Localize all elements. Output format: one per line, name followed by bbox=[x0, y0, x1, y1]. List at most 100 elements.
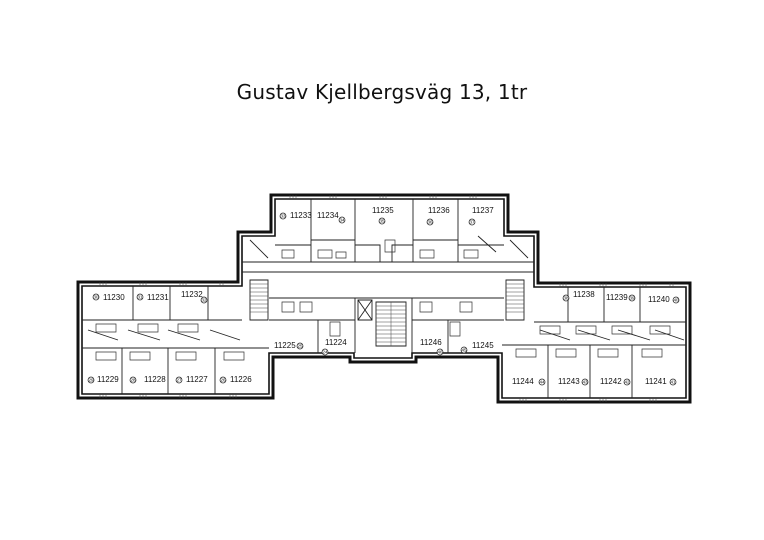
room-badge: 45 bbox=[460, 346, 468, 354]
svg-text:24: 24 bbox=[322, 350, 328, 355]
room-11226: 11226 26 bbox=[219, 375, 252, 384]
room-number: 11236 bbox=[428, 206, 450, 215]
page-title: Gustav Kjellbergsväg 13, 1tr bbox=[236, 80, 528, 104]
room-11225: 11225 25 bbox=[274, 341, 304, 350]
svg-text:25: 25 bbox=[297, 344, 303, 349]
room-number: 11225 bbox=[274, 341, 296, 350]
room-badge: 41 bbox=[669, 378, 677, 386]
room-badge: 27 bbox=[175, 376, 183, 384]
windows bbox=[99, 195, 674, 402]
svg-text:32: 32 bbox=[201, 298, 207, 303]
room-11229: 11229 29 bbox=[87, 375, 119, 384]
svg-text:38: 38 bbox=[563, 296, 569, 301]
svg-text:31: 31 bbox=[137, 295, 143, 300]
room-11233: 11233 33 bbox=[279, 211, 312, 220]
room-number: 11232 bbox=[181, 290, 203, 299]
room-number: 11244 bbox=[512, 377, 534, 386]
room-number: 11237 bbox=[472, 206, 494, 215]
room-11245: 11245 45 bbox=[460, 341, 494, 354]
svg-text:33: 33 bbox=[280, 214, 286, 219]
room-11224: 11224 24 bbox=[321, 338, 347, 356]
room-badge: 29 bbox=[87, 376, 95, 384]
room-badge: 35 bbox=[378, 217, 386, 225]
center-core bbox=[269, 297, 504, 353]
svg-text:36: 36 bbox=[427, 220, 433, 225]
room-11238: 11238 38 bbox=[562, 290, 595, 302]
svg-text:44: 44 bbox=[539, 380, 545, 385]
svg-text:35: 35 bbox=[379, 219, 385, 224]
room-11236: 11236 36 bbox=[426, 206, 450, 226]
room-number: 11231 bbox=[147, 293, 169, 302]
room-badge: 25 bbox=[296, 342, 304, 350]
svg-text:46: 46 bbox=[437, 350, 443, 355]
room-number: 11239 bbox=[606, 293, 628, 302]
room-badge: 28 bbox=[129, 376, 137, 384]
room-number: 11242 bbox=[600, 377, 622, 386]
room-11239: 11239 39 bbox=[606, 293, 636, 302]
svg-text:42: 42 bbox=[624, 380, 630, 385]
room-badge: 40 bbox=[672, 296, 680, 304]
room-number: 11224 bbox=[325, 338, 347, 347]
room-11243: 11243 43 bbox=[558, 377, 589, 386]
room-badge: 26 bbox=[219, 376, 227, 384]
room-number: 11228 bbox=[144, 375, 166, 384]
svg-text:43: 43 bbox=[582, 380, 588, 385]
room-11244: 11244 44 bbox=[512, 377, 546, 386]
room-number: 11233 bbox=[290, 211, 312, 220]
room-number: 11227 bbox=[186, 375, 208, 384]
room-11237: 11237 37 bbox=[468, 206, 494, 226]
room-badge: 44 bbox=[538, 378, 546, 386]
room-11227: 11227 27 bbox=[175, 375, 208, 384]
svg-text:26: 26 bbox=[220, 378, 226, 383]
svg-text:27: 27 bbox=[176, 378, 182, 383]
svg-text:41: 41 bbox=[670, 380, 676, 385]
room-number: 11246 bbox=[420, 338, 442, 347]
right-wing bbox=[502, 279, 686, 398]
room-11235: 11235 35 bbox=[372, 206, 394, 225]
room-11230: 11230 30 bbox=[92, 293, 125, 302]
room-11242: 11242 42 bbox=[600, 377, 631, 386]
room-badge: 36 bbox=[426, 218, 434, 226]
room-number: 11241 bbox=[645, 377, 667, 386]
svg-text:45: 45 bbox=[461, 348, 467, 353]
room-badge: 39 bbox=[628, 294, 636, 302]
room-number: 11226 bbox=[230, 375, 252, 384]
room-11232: 11232 32 bbox=[181, 290, 208, 304]
room-badge: 46 bbox=[436, 348, 444, 356]
room-labels: 11233 33 11234 34 11235 35 11236 36 1123… bbox=[87, 206, 680, 386]
left-wing bbox=[82, 279, 269, 394]
room-badge: 38 bbox=[562, 294, 570, 302]
room-badge: 43 bbox=[581, 378, 589, 386]
room-11246: 11246 46 bbox=[420, 338, 444, 356]
room-11228: 11228 28 bbox=[129, 375, 166, 384]
svg-text:39: 39 bbox=[629, 296, 635, 301]
svg-text:37: 37 bbox=[469, 220, 475, 225]
room-11231: 11231 31 bbox=[136, 293, 169, 302]
svg-text:29: 29 bbox=[88, 378, 94, 383]
room-number: 11238 bbox=[573, 290, 595, 299]
room-number: 11245 bbox=[472, 341, 494, 350]
outer-walls bbox=[76, 193, 692, 404]
room-badge: 30 bbox=[92, 293, 100, 301]
room-number: 11234 bbox=[317, 211, 339, 220]
room-badge: 24 bbox=[321, 348, 329, 356]
room-11234: 11234 34 bbox=[317, 211, 346, 224]
room-number: 11240 bbox=[648, 295, 670, 304]
svg-text:30: 30 bbox=[93, 295, 99, 300]
room-badge: 32 bbox=[200, 296, 208, 304]
svg-text:28: 28 bbox=[130, 378, 136, 383]
svg-text:34: 34 bbox=[339, 218, 345, 223]
room-badge: 33 bbox=[279, 212, 287, 220]
room-badge: 37 bbox=[468, 218, 476, 226]
room-number: 11230 bbox=[103, 293, 125, 302]
room-number: 11243 bbox=[558, 377, 580, 386]
room-11241: 11241 41 bbox=[645, 377, 677, 386]
room-badge: 42 bbox=[623, 378, 631, 386]
svg-text:40: 40 bbox=[673, 298, 679, 303]
room-11240: 11240 40 bbox=[648, 295, 680, 304]
top-rooms bbox=[242, 199, 534, 273]
room-number: 11229 bbox=[97, 375, 119, 384]
room-badge: 31 bbox=[136, 293, 144, 301]
room-number: 11235 bbox=[372, 206, 394, 215]
